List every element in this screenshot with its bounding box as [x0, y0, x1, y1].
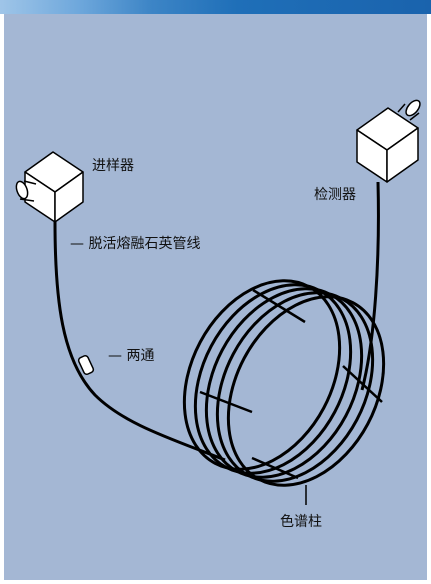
- detector-cube: [356, 99, 421, 183]
- injector-cube: [15, 151, 84, 223]
- connector-label: — 两通: [108, 348, 155, 364]
- column-label: 色谱柱: [280, 514, 322, 530]
- injector-label: 进样器: [92, 158, 134, 174]
- column-coil: [182, 279, 386, 487]
- detector-tubing: [360, 181, 380, 391]
- column-support-bars: [199, 288, 383, 480]
- union-connector: [77, 354, 95, 376]
- tubing-label: — 脱活熔融石英管线: [70, 236, 201, 252]
- header-strip: [0, 0, 431, 14]
- transfer-tubing: [53, 221, 226, 462]
- diagram-panel: [4, 14, 427, 580]
- detector-label: 检测器: [314, 187, 356, 203]
